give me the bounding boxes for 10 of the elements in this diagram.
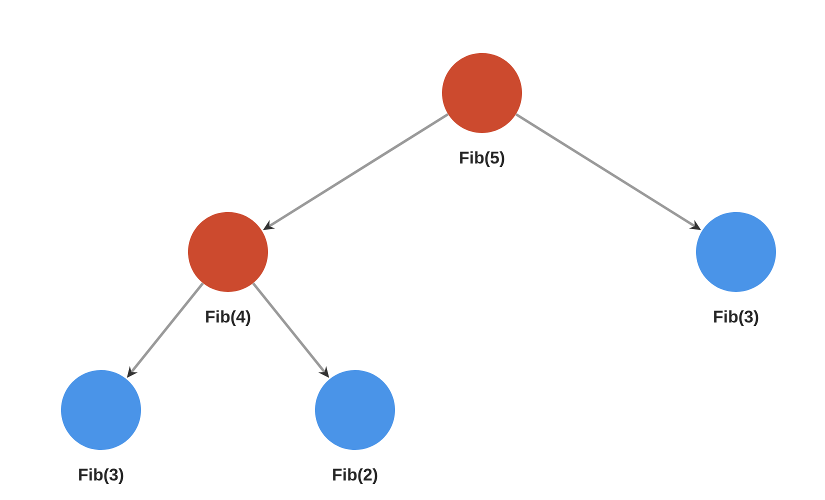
node-label: Fib(5) [460,151,504,167]
circle-node: Fib(3) [61,370,141,484]
circle-node: Fib(2) [315,370,395,484]
circle-node: Fib(3) [696,212,776,326]
circle-node: Fib(5) [442,53,522,167]
circle-node: Fib(4) [188,212,268,326]
node-label: Fib(3) [714,310,758,326]
node-label: Fib(3) [79,468,124,484]
node-label: Fib(2) [333,468,378,484]
node-label: Fib(4) [206,310,250,326]
